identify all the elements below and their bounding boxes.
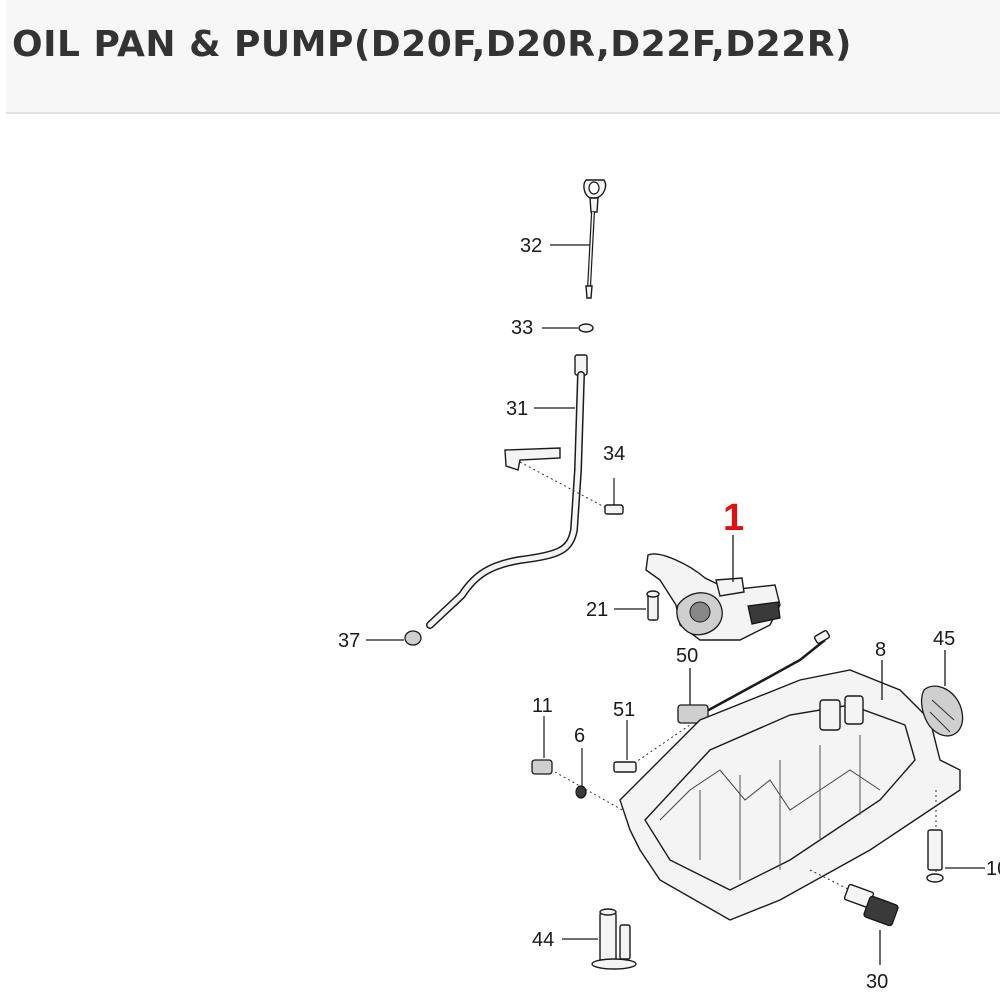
oil-pan-part[interactable] <box>619 669 961 921</box>
callout-21: 21 <box>586 599 608 621</box>
callout-44: 44 <box>532 929 554 951</box>
oil-pump-assembly-part[interactable] <box>645 553 781 641</box>
pan-bolt-part[interactable] <box>926 790 944 883</box>
callout-1: 1 <box>723 497 744 539</box>
bolt-part[interactable] <box>604 478 624 515</box>
washer-part[interactable] <box>575 748 587 799</box>
callout-37: 37 <box>338 630 360 652</box>
callout-33: 33 <box>511 317 533 339</box>
oil-level-sensor-part[interactable] <box>677 630 831 724</box>
o-ring-part[interactable] <box>578 323 594 333</box>
callout-45: 45 <box>933 628 955 650</box>
callout-51: 51 <box>613 699 635 721</box>
page-header: OIL PAN & PUMP(D20F,D20R,D22F,D22R) <box>6 0 1000 114</box>
callout-34: 34 <box>603 443 625 465</box>
callout-32: 32 <box>520 235 542 257</box>
pump-bolt-part[interactable] <box>646 590 660 621</box>
callout-31: 31 <box>506 398 528 420</box>
callout-6: 6 <box>574 725 585 747</box>
dowel-part[interactable] <box>591 908 637 970</box>
page-title: OIL PAN & PUMP(D20F,D20R,D22F,D22R) <box>12 24 852 65</box>
dipstick-tube-part[interactable] <box>426 354 588 629</box>
seal-part[interactable] <box>404 630 422 646</box>
callout-10: 10 <box>986 858 1000 880</box>
drain-plug-part[interactable] <box>531 716 553 775</box>
callout-8: 8 <box>875 639 886 661</box>
oil-temp-sensor-part[interactable] <box>809 869 899 927</box>
sensor-bolt-part[interactable] <box>613 720 637 773</box>
cover-part[interactable] <box>921 685 964 737</box>
dipstick-part[interactable] <box>583 179 607 299</box>
callout-30: 30 <box>866 971 888 993</box>
callout-11: 11 <box>532 695 553 717</box>
callout-50: 50 <box>676 645 698 667</box>
